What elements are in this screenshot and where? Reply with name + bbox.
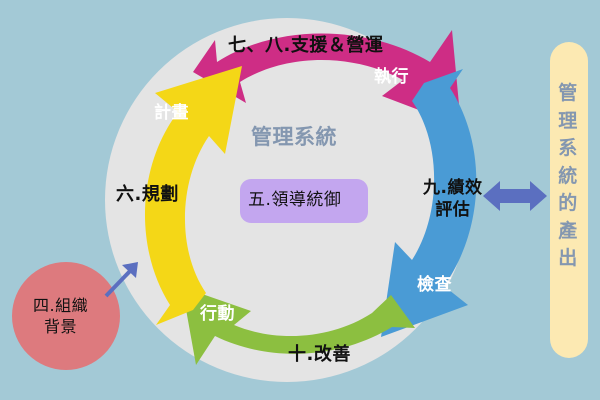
cycle-segment-check[interactable] <box>381 69 477 337</box>
center-leadership-box[interactable] <box>240 179 368 223</box>
segment-plan-item-label: 六.規劃 <box>116 184 179 205</box>
double-arrow-horizontal-icon <box>483 181 547 211</box>
arrow-up-right-icon <box>104 262 138 298</box>
center-leadership-label: 五.領導統御 <box>248 190 342 210</box>
context-node-label-line1: 四.組織 <box>33 296 89 315</box>
cycle-segment-plan[interactable] <box>144 66 242 325</box>
segment-act-item-label: 十.改善 <box>288 344 351 365</box>
output-node-label: 管理系統的產出 <box>558 82 578 270</box>
segment-do-item-label: 七、八.支援＆營運 <box>228 35 384 56</box>
segment-check-item-label-line2: 評估 <box>435 199 471 220</box>
segment-check-item-label-line1: 九.績效 <box>423 178 483 198</box>
context-node-label: 四.組織 背景 <box>33 296 88 338</box>
segment-do-phase-label: 執行 <box>374 67 409 87</box>
output-node-box[interactable] <box>550 42 588 358</box>
segment-check-phase-label: 檢查 <box>417 275 452 295</box>
cycle-segment-do[interactable] <box>193 30 461 126</box>
context-node-label-line2: 背景 <box>44 316 78 336</box>
center-system-title: 管理系統 <box>251 125 337 149</box>
segment-plan-phase-label: 計畫 <box>154 103 189 123</box>
cycle-segment-act[interactable] <box>182 287 415 365</box>
context-node-circle[interactable] <box>12 262 120 370</box>
segment-act-phase-label: 行動 <box>200 304 235 324</box>
segment-check-item-label: 九.績效 評估 <box>423 178 482 222</box>
